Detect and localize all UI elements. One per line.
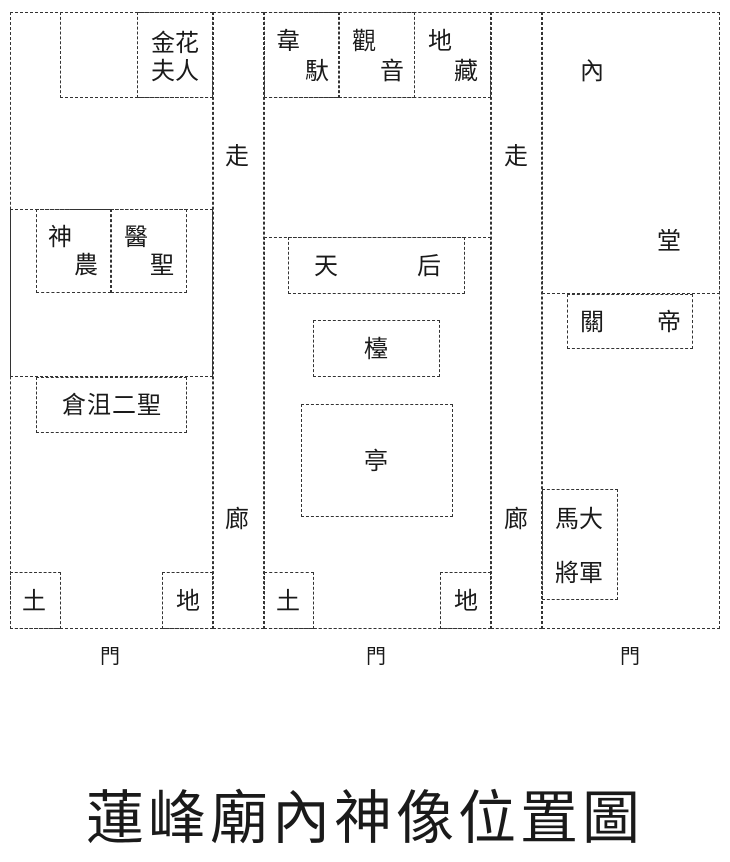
left-di-box — [162, 572, 213, 629]
weituo-shrine — [264, 12, 339, 98]
neitang-label-bottom: 堂 — [657, 227, 681, 255]
shennong-label-top: 神 — [48, 223, 72, 251]
yisheng-shrine — [111, 209, 187, 293]
dizang-label-top: 地 — [428, 27, 452, 55]
guandi-label-right: 帝 — [657, 308, 681, 336]
pavilion — [301, 404, 453, 517]
guanyin-label-top: 觀 — [352, 27, 376, 55]
jinhua-furen-line2: 夫人 — [151, 57, 199, 85]
gate-center-label: 門 — [366, 644, 386, 668]
left-corridor-frame — [213, 12, 264, 629]
shennong-label-bottom: 農 — [74, 251, 98, 279]
tianhou-label-left: 天 — [314, 252, 338, 280]
left-tu-label: 土 — [22, 587, 46, 615]
neitang-label-top: 內 — [580, 57, 604, 85]
guanyin-label-bottom: 音 — [380, 57, 404, 85]
weituo-label-bottom: 馱 — [305, 57, 329, 85]
yisheng-label-bottom: 聖 — [150, 251, 174, 279]
madajiangjun-shrine — [542, 489, 618, 600]
cangju-ersheng-shrine — [36, 377, 187, 433]
neitang-inner-hall — [542, 12, 720, 294]
shennong-shrine — [36, 209, 111, 293]
left-di-label: 地 — [176, 587, 200, 615]
center-tu-label: 土 — [276, 587, 300, 615]
left-corridor-label-top: 走 — [225, 142, 249, 170]
tianhou-label-right: 后 — [417, 252, 441, 280]
diagram-title: 蓮峰廟內神像位置圖 — [85, 784, 644, 852]
left-corridor-label-bottom: 廊 — [225, 505, 249, 533]
center-di-box — [440, 572, 491, 629]
gate-left-label: 門 — [100, 644, 120, 668]
yisheng-label-top: 醫 — [124, 223, 148, 251]
madajiangjun-label-bottom: 將軍 — [555, 559, 603, 587]
right-corridor-label-bottom: 廊 — [504, 505, 528, 533]
center-tu-box — [264, 572, 314, 629]
pavilion-label: 亭 — [364, 447, 388, 475]
gate-right-label: 門 — [620, 644, 640, 668]
right-corridor-frame — [491, 12, 542, 629]
madajiangjun-label-top: 馬大 — [555, 505, 603, 533]
altar — [313, 320, 440, 377]
dizang-label-bottom: 藏 — [454, 57, 478, 85]
tianhou-shrine — [288, 237, 465, 294]
weituo-label-top: 韋 — [276, 27, 300, 55]
cangju-ersheng-label: 倉沮二聖 — [62, 391, 162, 419]
jinhua-furen-line1: 金花 — [151, 29, 199, 57]
right-corridor-label-top: 走 — [504, 142, 528, 170]
jinhua-furen-divider — [137, 12, 213, 98]
guandi-shrine — [567, 294, 693, 349]
guandi-label-left: 關 — [580, 308, 604, 336]
center-di-label: 地 — [454, 587, 478, 615]
left-tu-box — [10, 572, 61, 629]
guanyin-shrine — [339, 12, 415, 98]
altar-label: 檯 — [364, 335, 388, 363]
